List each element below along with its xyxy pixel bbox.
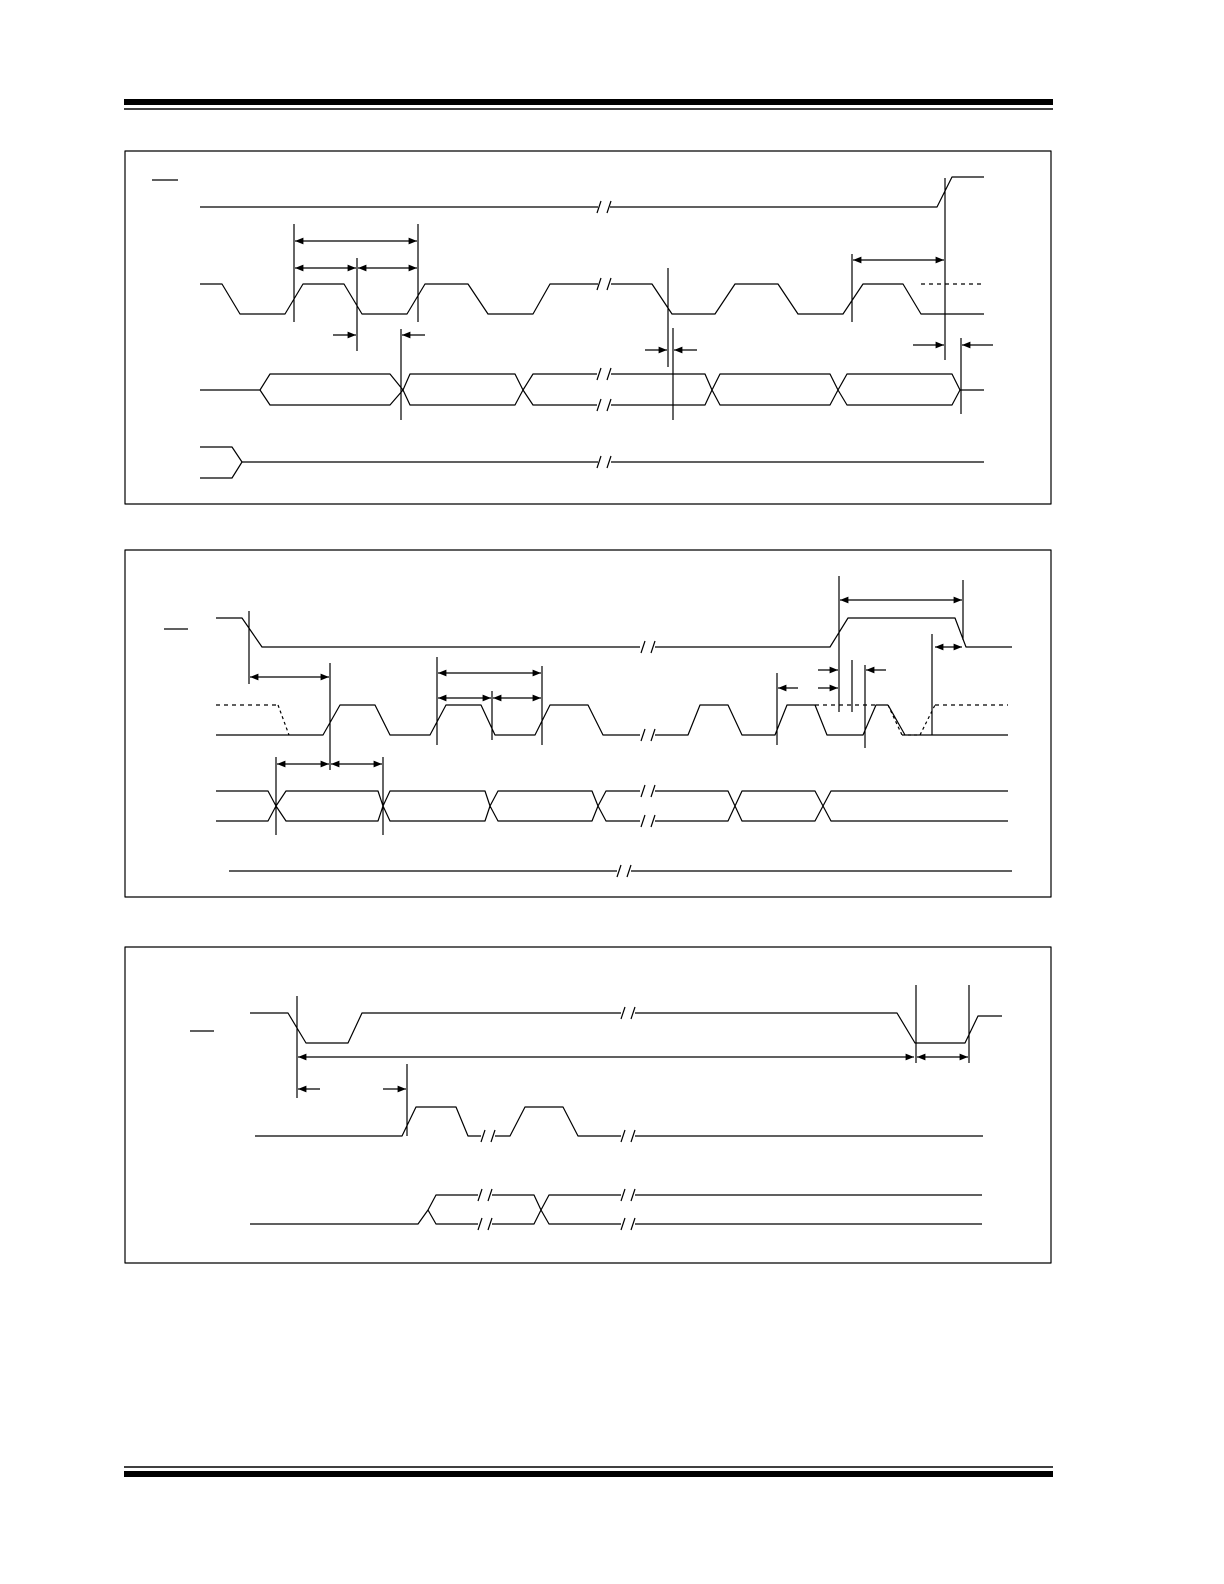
sck-waveform — [216, 704, 1008, 742]
cs-waveform — [216, 617, 1012, 654]
cs-waveform — [250, 1006, 1002, 1044]
timing-markers — [293, 178, 993, 420]
timing-diagram-3 — [124, 946, 1052, 1264]
so-waveform — [200, 446, 984, 479]
timing-markers — [248, 576, 964, 835]
so-waveform — [229, 864, 1012, 878]
timing-diagram-1 — [124, 150, 1052, 505]
figure-frame — [124, 549, 1052, 898]
si-waveform — [216, 784, 1008, 828]
header-rule — [124, 99, 1053, 110]
footer-rule — [124, 1466, 1053, 1477]
figure-frame — [124, 946, 1052, 1264]
si-waveform — [250, 1188, 982, 1231]
sck-waveform — [200, 277, 984, 315]
cs-waveform — [200, 176, 984, 214]
timing-markers — [296, 985, 970, 1136]
si-waveform — [200, 367, 984, 412]
sck-waveform — [255, 1106, 983, 1143]
timing-diagram-2 — [124, 549, 1052, 898]
figure-frame — [124, 150, 1052, 505]
